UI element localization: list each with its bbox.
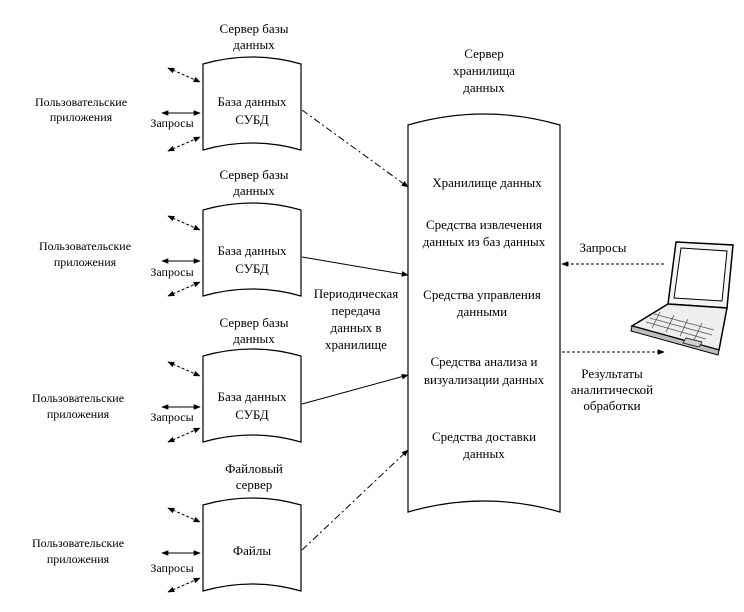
transfer-label-bg	[308, 283, 404, 355]
server-1-title-line-2: данных	[233, 37, 275, 52]
server-1-apps-label-line-1: Пользовательские	[35, 95, 127, 109]
server-1-cylinder	[202, 56, 302, 151]
server-3-title-line-1: Сервер базы	[220, 315, 289, 330]
client-requests-label: Запросы	[580, 240, 627, 255]
warehouse-title-line-1: Сервер	[464, 46, 503, 61]
transfer-label: Периодическая передача данных в хранилищ…	[308, 283, 404, 355]
server-2-title-line-1: Сервер базы	[220, 167, 289, 182]
laptop-icon	[630, 241, 734, 356]
warehouse-server: Сервер хранилища данных Хранилище данных…	[407, 46, 561, 513]
server-1-title-line-1: Сервер базы	[220, 21, 289, 36]
transfer-arrow-2	[301, 256, 409, 277]
client-results-label-line-2: аналитической	[571, 382, 653, 397]
server-2-title-line-2: данных	[233, 183, 275, 198]
warehouse-component-5-line-2: данных	[463, 446, 505, 461]
transfer-arrows: Периодическая передача данных в хранилищ…	[301, 109, 409, 551]
warehouse-component-1-line-1: Хранилище данных	[432, 175, 542, 190]
server-3-app-arrow-upper	[167, 361, 201, 377]
file-server-title-line-1: Файловый	[225, 461, 283, 476]
server-2-content-line-1: База данных	[218, 243, 287, 258]
server-2-apps-label-line-1: Пользовательские	[39, 239, 131, 253]
transfer-label-line-4: хранилище	[325, 337, 387, 352]
warehouse-cylinder	[407, 113, 561, 513]
warehouse-component-2-line-2: данных из баз данных	[423, 234, 546, 249]
file-server-cylinder	[202, 497, 302, 592]
server-3-content-line-2: СУБД	[235, 407, 269, 422]
server-2-cylinder	[202, 202, 302, 297]
server-2-content-line-2: СУБД	[235, 261, 269, 276]
file-server-app-arrow-lower	[167, 577, 201, 593]
warehouse-component-2-line-1: Средства извлечения	[426, 217, 542, 232]
transfer-label-line-3: данных в	[331, 320, 382, 335]
transfer-arrow-3	[301, 373, 409, 405]
warehouse-component-4-line-2: визуализации данных	[424, 372, 545, 387]
server-3-title-line-2: данных	[233, 331, 275, 346]
warehouse-component-4-line-1: Средства анализа и	[431, 354, 538, 369]
server-1-requests-label: Запросы	[150, 116, 193, 130]
file-server: Файловый сервер Файлы Пользовательские п…	[32, 461, 302, 593]
server-1-app-arrow-lower	[167, 136, 201, 152]
transfer-arrow-1	[301, 109, 409, 188]
warehouse-title-line-2: хранилища	[453, 63, 515, 78]
warehouse-component-3-line-2: данными	[457, 304, 507, 319]
server-2-requests-label: Запросы	[150, 265, 193, 279]
server-3-apps-label-line-1: Пользовательские	[32, 391, 124, 405]
client-results-label-line-1: Результаты	[581, 366, 643, 381]
server-2-apps-label-line-2: приложения	[54, 255, 117, 269]
warehouse-component-5-line-1: Средства доставки	[432, 429, 536, 444]
transfer-label-line-1: Периодическая	[314, 286, 399, 301]
file-server-title-line-2: сервер	[236, 477, 273, 492]
file-server-apps-label-line-1: Пользовательские	[32, 536, 124, 550]
client-results-label-line-3: обработки	[583, 398, 640, 413]
file-server-content-line-1: Файлы	[233, 543, 271, 558]
server-3-apps-label-line-2: приложения	[47, 407, 110, 421]
file-server-apps-label-line-2: приложения	[47, 552, 110, 566]
server-3-requests-label: Запросы	[150, 410, 193, 424]
warehouse-title-line-3: данных	[463, 80, 505, 95]
transfer-label-line-2: передача	[332, 303, 381, 318]
server-2-app-arrow-upper	[167, 215, 201, 231]
server-2-app-arrow-lower	[167, 281, 201, 297]
warehouse-component-3-line-1: Средства управления	[423, 287, 541, 302]
transfer-arrow-4	[301, 449, 409, 551]
server-1-content-line-1: База данных	[218, 94, 287, 109]
server-3-cylinder	[202, 348, 302, 443]
server-3-app-arrow-lower	[167, 427, 201, 443]
db-server-2: Сервер базы данных База данных СУБД Поль…	[39, 167, 302, 297]
db-server-3: Сервер базы данных База данных СУБД Поль…	[32, 315, 302, 443]
server-1-app-arrow-upper	[167, 67, 201, 83]
server-3-content-line-1: База данных	[218, 389, 287, 404]
db-server-1: Сервер базы данных База данных СУБД Поль…	[35, 21, 302, 152]
file-server-app-arrow-upper	[167, 507, 201, 523]
client: Запросы Результаты аналитической обработ…	[561, 240, 734, 413]
server-1-apps-label-line-2: приложения	[50, 110, 113, 124]
file-server-requests-label: Запросы	[150, 561, 193, 575]
server-1-content-line-2: СУБД	[235, 112, 269, 127]
